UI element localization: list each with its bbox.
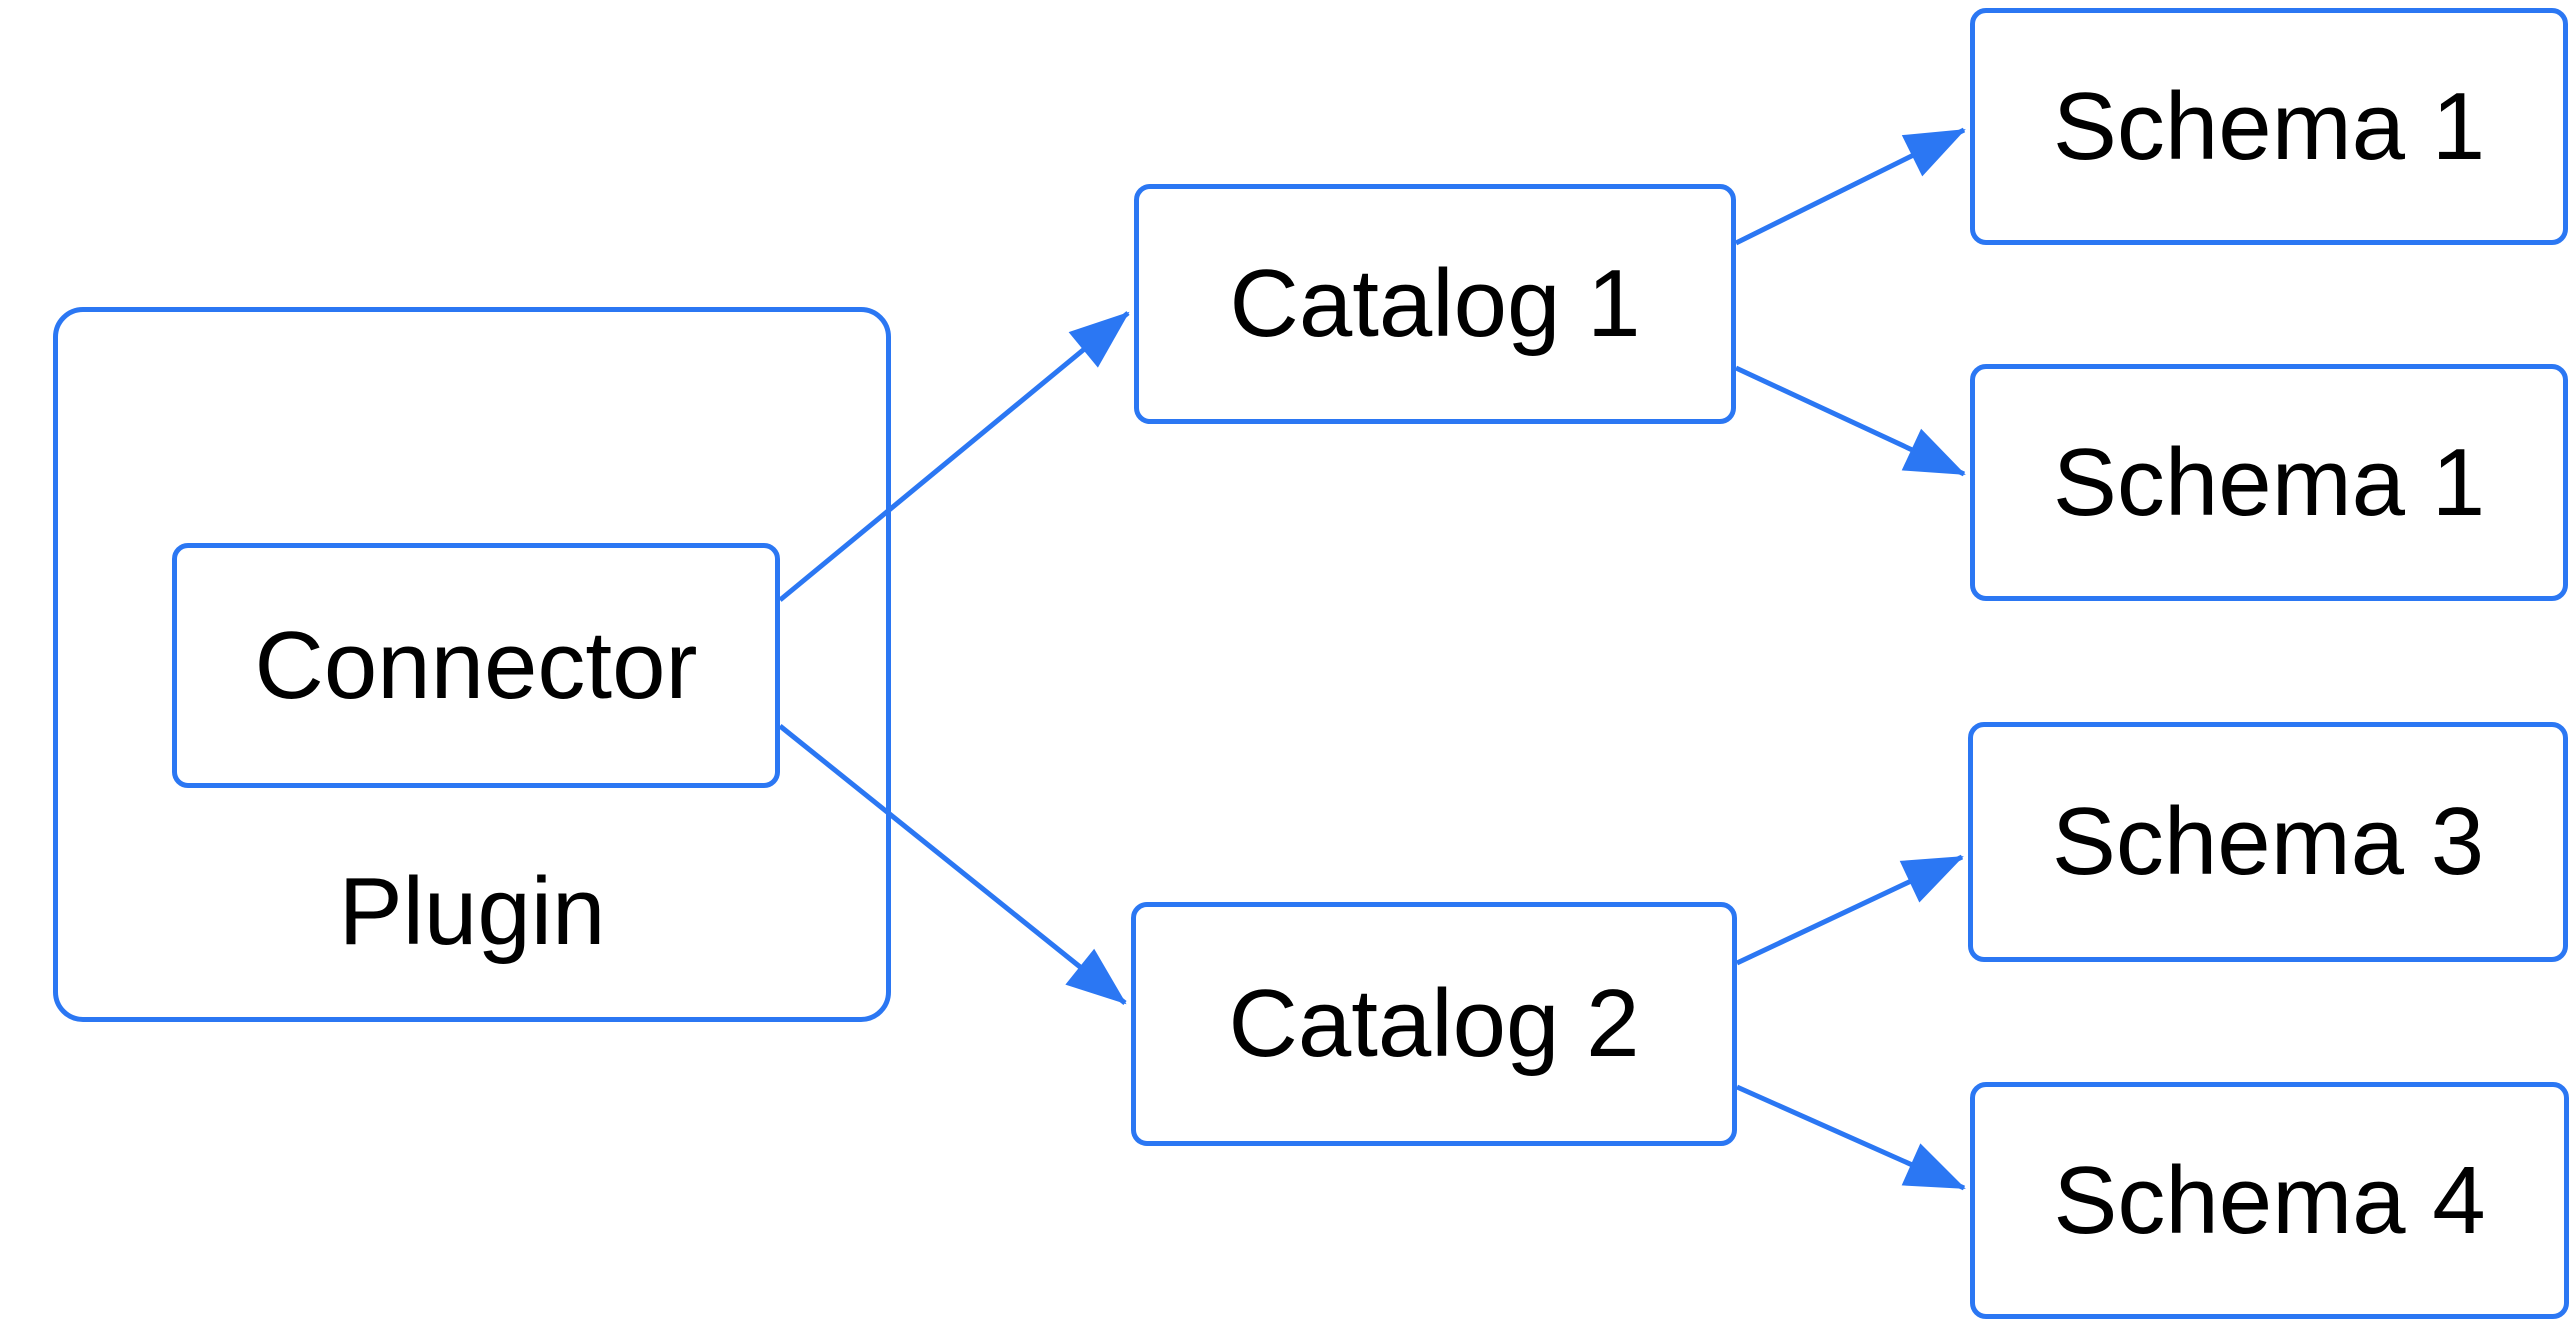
schema-3-label: Schema 3	[2051, 788, 2485, 895]
schema-1-second-label: Schema 1	[2052, 428, 2486, 536]
catalog-1-node: Catalog 1	[1134, 184, 1736, 424]
schema-1-top-label: Schema 1	[2052, 72, 2486, 180]
schema-1-top-node: Schema 1	[1970, 8, 2568, 245]
arrow-catalog2-to-schema4	[1735, 1084, 1966, 1191]
catalog-1-label: Catalog 1	[1229, 250, 1641, 357]
catalog-2-node: Catalog 2	[1131, 902, 1737, 1146]
catalog-2-label: Catalog 2	[1228, 970, 1640, 1077]
plugin-container-box	[53, 307, 891, 1022]
schema-4-node: Schema 4	[1970, 1082, 2569, 1319]
arrow-connector-to-catalog2	[778, 724, 1127, 1005]
schema-1-second-node: Schema 1	[1970, 364, 2568, 601]
arrow-catalog1-to-schema1a	[1734, 127, 1966, 246]
schema-4-label: Schema 4	[2053, 1146, 2486, 1254]
schema-3-node: Schema 3	[1968, 722, 2568, 962]
arrow-catalog2-to-schema3	[1735, 854, 1964, 966]
arrow-connector-to-catalog1	[778, 311, 1130, 602]
connector-node: Connector	[172, 543, 780, 788]
plugin-label: Plugin	[53, 850, 891, 974]
connector-label: Connector	[254, 611, 698, 719]
arrow-catalog1-to-schema1b	[1734, 365, 1966, 477]
plugin-label-text: Plugin	[338, 858, 606, 965]
